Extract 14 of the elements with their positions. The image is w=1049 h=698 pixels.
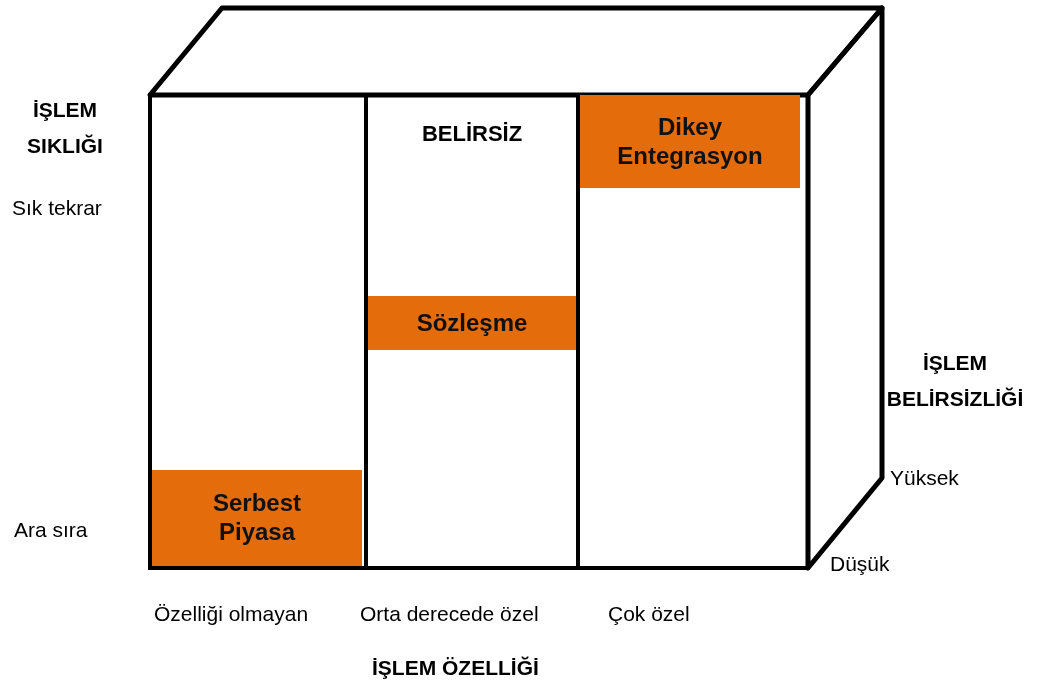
axis-value: Yüksek: [890, 466, 959, 490]
axis-title: İŞLEM SIKLIĞI: [26, 97, 104, 159]
axis-title: İŞLEM ÖZELLİĞİ: [372, 656, 539, 680]
strategy-box: Serbest Piyasa: [152, 470, 362, 566]
axis-value: Ara sıra: [14, 518, 88, 542]
axis-value: Çok özel: [608, 602, 690, 626]
column-heading: BELİRSİZ: [420, 121, 524, 147]
axis-value: Özelliği olmayan: [154, 602, 309, 626]
axis-value: Sık tekrar: [12, 196, 102, 220]
strategy-box: Dikey Entegrasyon: [580, 95, 800, 188]
axis-value: Düşük: [830, 552, 890, 576]
axis-value: Orta derecede özel: [360, 602, 539, 626]
strategy-box: Sözleşme: [368, 296, 576, 350]
axis-title: İŞLEM BELİRSİZLİĞİ: [885, 350, 1025, 412]
